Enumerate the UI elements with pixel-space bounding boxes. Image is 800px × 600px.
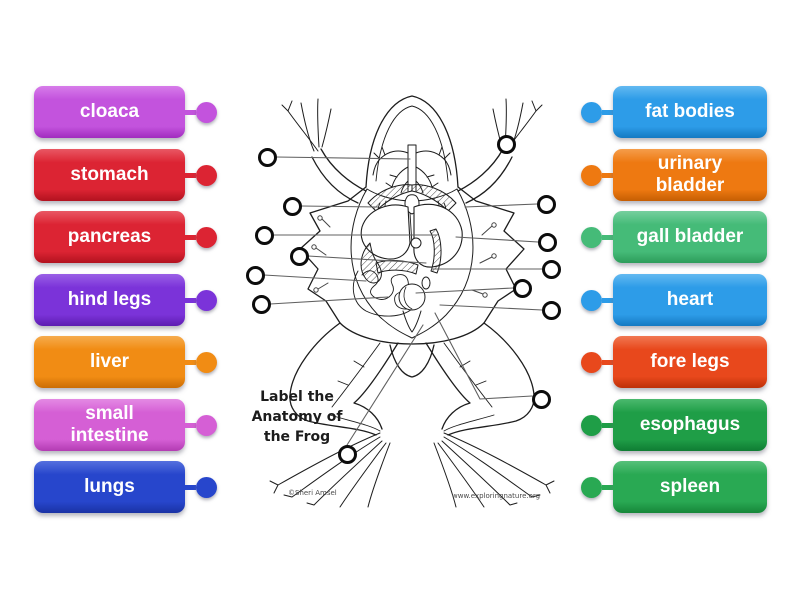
connector-dot	[581, 351, 602, 373]
label-text: cloaca	[79, 101, 140, 122]
connector-stub	[185, 172, 196, 178]
connector-stub	[602, 359, 613, 365]
drop-target-6[interactable]	[251, 294, 271, 314]
label-box: cloaca	[34, 86, 185, 138]
label-text: esophagus	[639, 414, 741, 435]
label-box: urinary bladder	[613, 149, 767, 201]
label-box: liver	[34, 336, 185, 388]
connector-stub	[185, 359, 196, 365]
label-box: hind legs	[34, 274, 185, 326]
drop-target-11[interactable]	[541, 259, 561, 279]
drop-target-12[interactable]	[512, 278, 532, 298]
label-box: heart	[613, 274, 767, 326]
connector-dot	[196, 414, 217, 436]
label-text: lungs	[84, 476, 135, 497]
connector-dot	[581, 164, 602, 186]
label-box: esophagus	[613, 399, 767, 451]
label-text: pancreas	[67, 226, 152, 247]
label-text: spleen	[659, 476, 721, 497]
connector-stub	[185, 297, 196, 303]
credit-author: ©Sheri Amsel	[288, 489, 337, 497]
label-pancreas[interactable]: pancreas	[34, 211, 217, 263]
connector-dot	[196, 164, 217, 186]
label-text: gall bladder	[636, 226, 744, 247]
label-cloaca[interactable]: cloaca	[34, 86, 217, 138]
connector-stub	[602, 297, 613, 303]
label-lungs[interactable]: lungs	[34, 461, 217, 513]
frog-diagram-illustration	[263, 95, 555, 508]
connector-dot	[196, 226, 217, 248]
label-box: lungs	[34, 461, 185, 513]
label-hind-legs[interactable]: hind legs	[34, 274, 217, 326]
connector-stub	[185, 484, 196, 490]
connector-dot	[196, 289, 217, 311]
connector-stub	[602, 172, 613, 178]
connector-dot	[196, 476, 217, 498]
connector-dot	[581, 414, 602, 436]
label-fore-legs[interactable]: fore legs	[581, 336, 767, 388]
label-box: pancreas	[34, 211, 185, 263]
connector-dot	[196, 351, 217, 373]
label-heart[interactable]: heart	[581, 274, 767, 326]
label-text: liver	[89, 351, 130, 372]
label-fat-bodies[interactable]: fat bodies	[581, 86, 767, 138]
connector-dot	[581, 289, 602, 311]
connector-dot	[196, 101, 217, 123]
credit-website: www.exploringnature.org	[452, 492, 541, 500]
drop-target-10[interactable]	[537, 232, 557, 252]
label-text: heart	[666, 289, 714, 310]
label-box: stomach	[34, 149, 185, 201]
connector-stub	[602, 234, 613, 240]
label-stomach[interactable]: stomach	[34, 149, 217, 201]
drop-target-8[interactable]	[496, 134, 516, 154]
connector-stub	[602, 422, 613, 428]
connector-stub	[185, 234, 196, 240]
label-small-intestine[interactable]: small intestine	[34, 399, 217, 451]
label-esophagus[interactable]: esophagus	[581, 399, 767, 451]
drop-target-14[interactable]	[531, 389, 551, 409]
label-box: fat bodies	[613, 86, 767, 138]
label-liver[interactable]: liver	[34, 336, 217, 388]
label-urinary-bladder[interactable]: urinary bladder	[581, 149, 767, 201]
label-box: small intestine	[34, 399, 185, 451]
connector-dot	[581, 226, 602, 248]
drop-target-13[interactable]	[541, 300, 561, 320]
drop-target-4[interactable]	[289, 246, 309, 266]
connector-dot	[581, 476, 602, 498]
diagram-title: Label the Anatomy of the Frog	[251, 389, 343, 445]
label-box: gall bladder	[613, 211, 767, 263]
label-box: spleen	[613, 461, 767, 513]
label-spleen[interactable]: spleen	[581, 461, 767, 513]
drop-target-1[interactable]	[257, 147, 277, 167]
connector-dot	[581, 101, 602, 123]
label-box: fore legs	[613, 336, 767, 388]
drop-target-5[interactable]	[245, 265, 265, 285]
label-text: hind legs	[67, 289, 152, 310]
label-text: small intestine	[70, 403, 149, 446]
label-text: urinary bladder	[655, 153, 725, 196]
label-gall-bladder[interactable]: gall bladder	[581, 211, 767, 263]
connector-stub	[602, 109, 613, 115]
drop-target-9[interactable]	[536, 194, 556, 214]
drop-target-7[interactable]	[337, 444, 357, 464]
label-text: fore legs	[650, 351, 730, 372]
connector-stub	[602, 484, 613, 490]
drop-target-3[interactable]	[254, 225, 274, 245]
leader-lines	[263, 156, 543, 446]
label-text: stomach	[70, 164, 149, 185]
connector-stub	[185, 109, 196, 115]
drop-target-2[interactable]	[282, 196, 302, 216]
connector-stub	[185, 422, 196, 428]
label-text: fat bodies	[645, 101, 735, 122]
